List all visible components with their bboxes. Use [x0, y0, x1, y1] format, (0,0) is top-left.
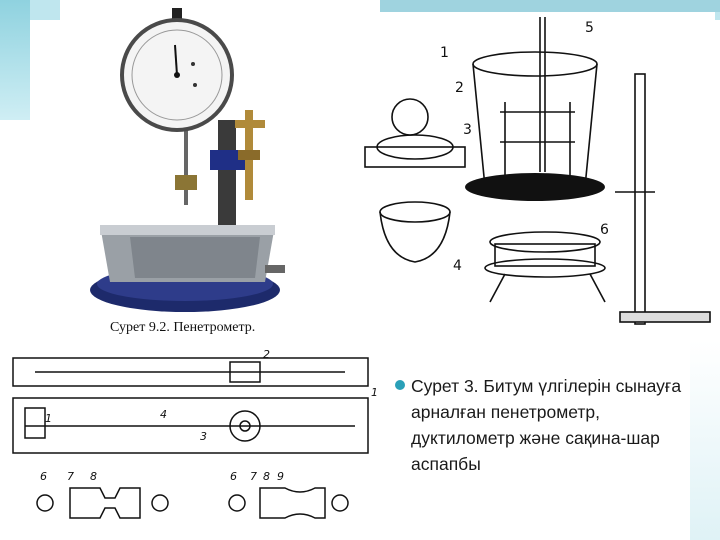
label-1: 1 — [440, 45, 449, 61]
label-3: 3 — [463, 122, 472, 138]
label-5: 5 — [585, 20, 594, 36]
ductilometer-drawing: 1 2 1 4 3 6 7 8 6 7 8 9 — [12, 348, 378, 519]
ring-ball-drawing: 1 2 3 4 5 6 — [364, 17, 711, 325]
duct-label-mid-1: 1 — [45, 412, 52, 425]
left-decorative-accent — [0, 0, 30, 120]
bullet-icon — [395, 380, 405, 390]
duct-label-top-1: 1 — [371, 386, 378, 399]
penetrometer-caption: Сурет 9.2. Пенетрометр. — [110, 320, 256, 335]
label-6: 6 — [600, 222, 609, 238]
penetrometer-figure: Сурет 9.2. Пенетрометр. — [60, 0, 380, 345]
ring-ball-labels: 1 2 3 4 5 6 — [440, 20, 609, 274]
top-decorative-band-dark — [380, 0, 720, 12]
duct-label-bl-8: 8 — [90, 470, 97, 483]
duct-label-bl-6: 6 — [40, 470, 47, 483]
duct-label-mid-3: 3 — [200, 430, 207, 443]
label-4: 4 — [453, 258, 462, 274]
duct-label-br-6: 6 — [230, 470, 237, 483]
bullet-text: Сурет 3. Битум үлгілерін сынауға арналға… — [411, 376, 682, 474]
right-decorative-accent — [690, 340, 720, 540]
ductilometer-figure: 1 2 1 4 3 6 7 8 6 7 8 9 — [5, 348, 385, 533]
penetrometer-image — [90, 8, 285, 312]
duct-label-br-7: 7 — [250, 470, 257, 483]
duct-label-br-9: 9 — [277, 470, 284, 483]
duct-label-mid-4: 4 — [160, 408, 167, 421]
duct-label-bl-7: 7 — [67, 470, 74, 483]
ring-ball-figure: 1 2 3 4 5 6 — [345, 12, 715, 330]
duct-label-top-2: 2 — [263, 348, 270, 361]
duct-label-br-8: 8 — [263, 470, 270, 483]
label-2: 2 — [455, 80, 464, 96]
